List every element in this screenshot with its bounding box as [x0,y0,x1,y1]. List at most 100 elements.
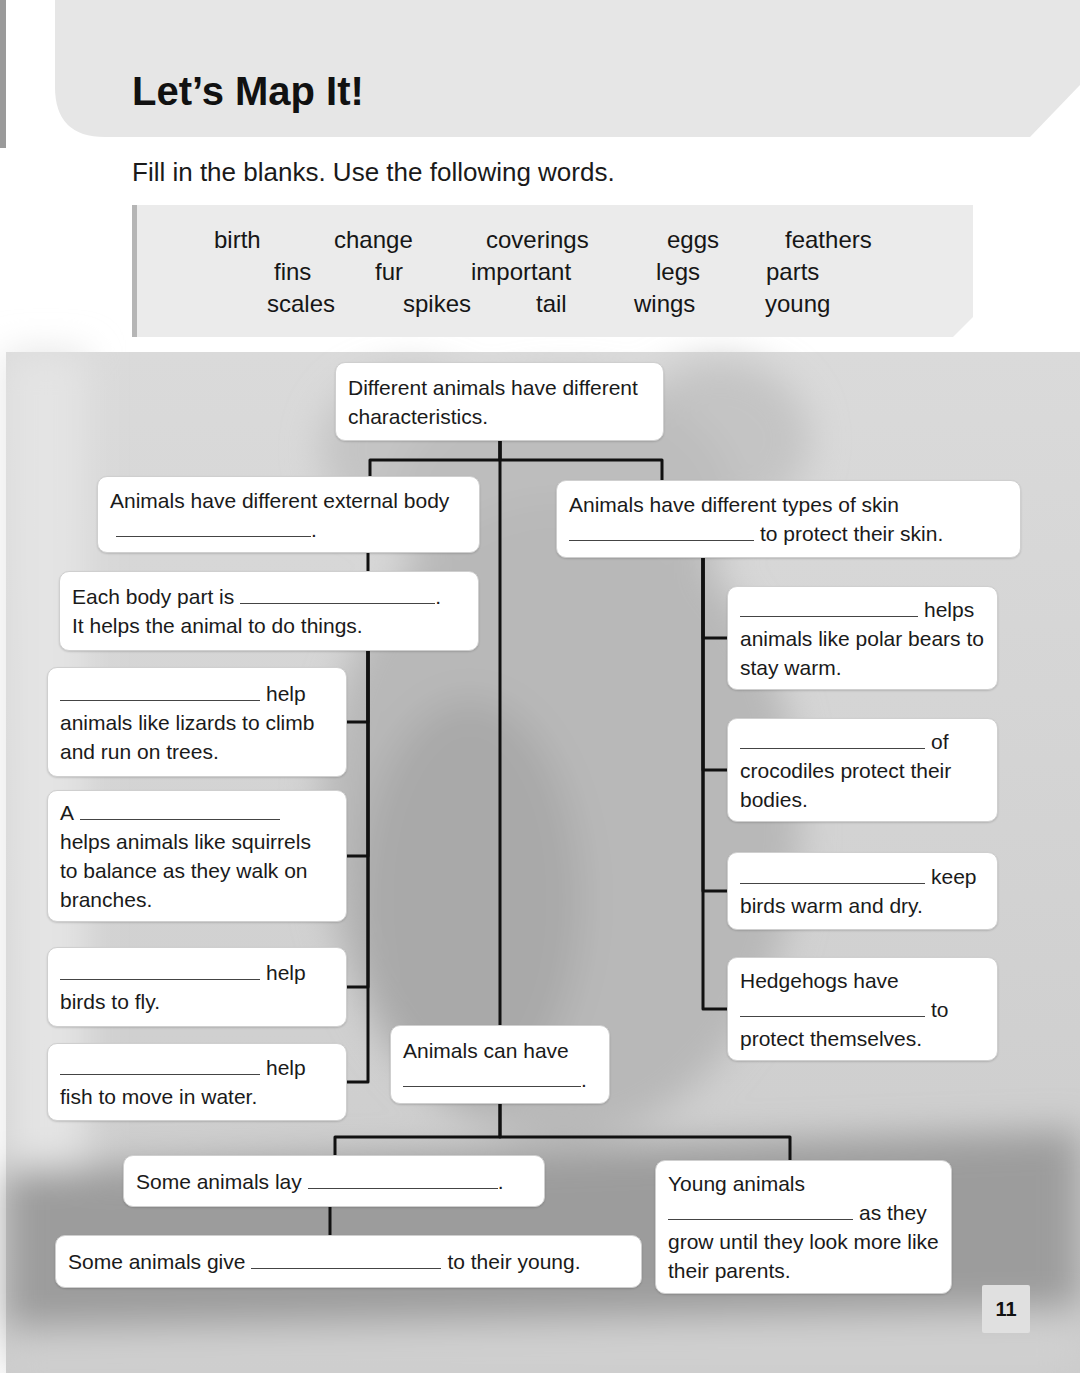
box-content: Young animals as they grow until they loo… [668,1169,939,1285]
node-text: Some animals lay [136,1170,302,1193]
node-text: Hedgehogs have [740,969,899,992]
box-content: 11 [995,1297,1016,1321]
node-text: Animals can have [403,1039,569,1062]
word-bank-word: important [471,258,571,286]
connector [703,558,727,891]
node-text: Animals have different types of skin [569,493,899,516]
node-text: help fish to move in water. [60,1056,306,1108]
detail-box: Some animals giveto their young. [55,1235,642,1288]
answer-blank [240,583,435,604]
node-text: . [435,585,441,608]
node-text: to their young. [447,1250,580,1273]
detail-box: Hedgehogs have to protect themselves. [727,957,998,1061]
box-content: Some animals lay. [136,1167,532,1196]
instruction: Fill in the blanks. Use the following wo… [132,156,615,188]
detail-box: help animals like lizards to climb and r… [47,667,347,777]
nowrap-group: . [302,1170,504,1193]
connector [347,651,368,987]
box-content: help fish to move in water. [60,1053,334,1111]
word-bank-word: scales [267,290,335,318]
box-content: Animals have different types of skin to p… [569,490,1008,548]
answer-blank [308,1168,498,1189]
word-bank-word: coverings [486,226,589,254]
answer-blank [740,863,925,884]
answer-blank [251,1248,441,1269]
answer-blank [403,1066,581,1087]
connector [370,441,500,476]
node-text: . [581,1068,587,1091]
box-content: Some animals giveto their young. [68,1247,629,1276]
word-bank: birth change coverings eggs feathers fins fur i… [132,205,973,337]
answer-blank [60,959,260,980]
connector [367,553,370,571]
detail-box: helps animals like polar bears to stay w… [727,586,998,690]
node-text: to protect their skin. [760,522,943,545]
answer-blank [60,680,260,701]
nowrap-group: . [110,518,317,541]
answer-blank [569,520,754,541]
box-content: Animals can have. [403,1036,597,1094]
node-text: A [60,801,74,824]
connector [500,441,662,480]
node-text: . [498,1170,504,1193]
word-bank-word: fins [274,258,311,286]
idea-box: Animals have different types of skin to p… [556,480,1021,558]
detail-box: help birds to fly. [47,947,347,1027]
box-content: Different animals have different charact… [348,373,651,431]
word-bank-word: change [334,226,413,254]
nowrap-group: . [234,585,441,608]
idea-box: Animals can have. [390,1025,610,1104]
word-bank-word: tail [536,290,567,318]
node-text: 11 [995,1298,1016,1320]
word-bank-word: wings [634,290,695,318]
node-text: helps animals like polar bears to stay w… [740,598,984,679]
koala-photo [6,352,1080,1373]
answer-blank [740,728,925,749]
node-text: It helps the animal to do things. [72,614,363,637]
connector [703,558,727,1009]
ground-blur [6,1310,1080,1373]
branch [6,1130,1080,1330]
word-bank-word: eggs [667,226,719,254]
connector [335,1104,500,1155]
word-bank-word: fur [375,258,403,286]
main-idea-box: Different animals have different charact… [335,362,664,441]
connector [499,441,502,1025]
page-title: Let’s Map It! [132,68,364,114]
answer-blank [116,516,311,537]
margin-bar [0,0,6,148]
connector [329,1207,332,1235]
detail-box: help fish to move in water. [47,1043,347,1121]
node-text: Animals have different external body [110,489,449,512]
box-content: help animals like lizards to climb and r… [60,679,334,766]
word-bank-word: birth [214,226,261,254]
node-text: help animals like lizards to climb and r… [60,682,314,763]
node-text: to protect themselves. [740,998,949,1050]
idea-box: Each body part is.It helps the animal to… [59,571,479,651]
node-text: keep birds warm and dry. [740,865,977,917]
box-content: Ahelps animals like squirrels to balance… [60,798,334,914]
connector [500,1104,790,1160]
node-text: Different animals have different charact… [348,376,638,428]
word-bank-word: parts [766,258,819,286]
node-text: as they grow until they look more like t… [668,1201,939,1282]
header-band [55,0,1080,137]
answer-blank [80,799,280,820]
connector [347,651,368,856]
koala-figure [6,352,1080,1373]
word-bank-word: feathers [785,226,872,254]
page-number: 11 [982,1285,1030,1333]
connector [347,651,368,1082]
detail-box: keep birds warm and dry. [727,852,998,930]
box-content: of crocodiles protect their bodies. [740,727,985,814]
detail-box: Some animals lay. [123,1155,545,1207]
word-bank-bar [132,205,137,337]
node-text: Young animals [668,1172,805,1195]
box-content: Hedgehogs have to protect themselves. [740,966,985,1053]
detail-box: Young animals as they grow until they loo… [655,1160,952,1294]
box-content: Animals have different external body. [110,486,467,544]
box-content: keep birds warm and dry. [740,862,985,920]
node-text: . [311,518,317,541]
detail-box: Ahelps animals like squirrels to balance… [47,790,347,922]
